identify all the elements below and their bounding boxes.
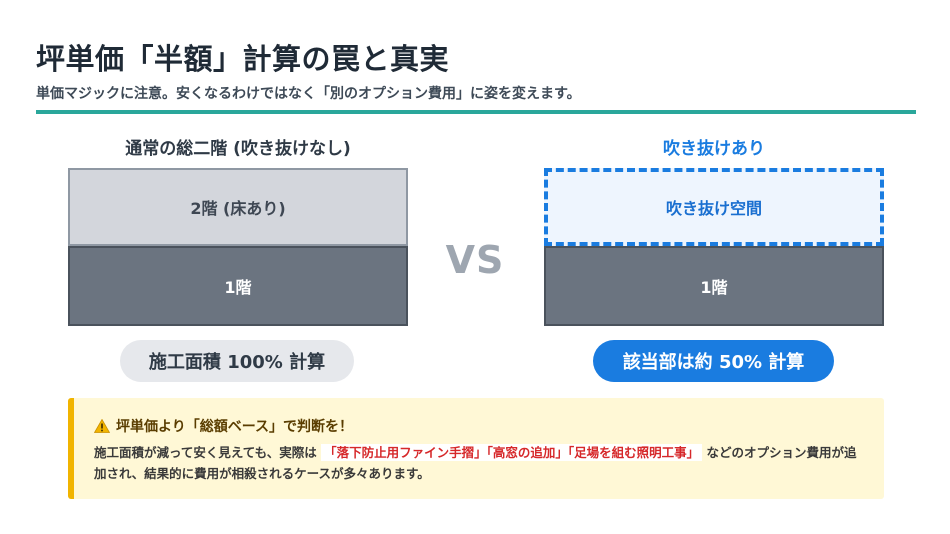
warning-body-after: などのオプション費用が追加され、結果的に費用が相殺されるケースが多々あります。 [94,445,857,481]
left-column-label: 通常の総二階 (吹き抜けなし) [125,139,351,159]
page-subtitle: 単価マジックに注意。安くなるわけではなく「別のオプション費用」に姿を変えます。 [36,86,581,102]
left-floor1-block: 1階 [68,246,408,326]
left-floor2-label: 2階 (床あり) [190,199,286,218]
right-void-block: 吹き抜け空間 [544,168,884,246]
left-area-badge: 施工面積 100% 計算 [120,340,354,382]
header-divider [36,110,916,114]
right-column-label: 吹き抜けあり [663,139,765,159]
warning-heading: 坪単価より「総額ベース」で判断を！ [116,419,354,435]
warning-icon [93,418,111,433]
right-void-label: 吹き抜け空間 [665,199,762,218]
warning-body: 施工面積が減って安く見えても、実際は 「落下防止用ファイン手摺」「高窓の追加」「… [94,442,868,484]
right-floor1-block: 1階 [544,246,884,326]
right-area-badge: 該当部は約 50% 計算 [593,340,834,382]
warning-body-highlight: 「落下防止用ファイン手摺」「高窓の追加」「足場を組む照明工事」 [321,444,703,461]
left-floor2-block: 2階 (床あり) [68,168,408,246]
left-floor1-label: 1階 [224,278,252,297]
warning-heading-row: 坪単価より「総額ベース」で判断を！ [93,416,868,436]
warning-callout: 坪単価より「総額ベース」で判断を！ 施工面積が減って安く見えても、実際は 「落下… [68,398,884,499]
right-floor1-label: 1階 [700,278,728,297]
page-title: 坪単価「半額」計算の罠と真実 [36,42,450,76]
vs-label: VS [445,238,505,282]
warning-body-before: 施工面積が減って安く見えても、実際は [94,445,317,460]
